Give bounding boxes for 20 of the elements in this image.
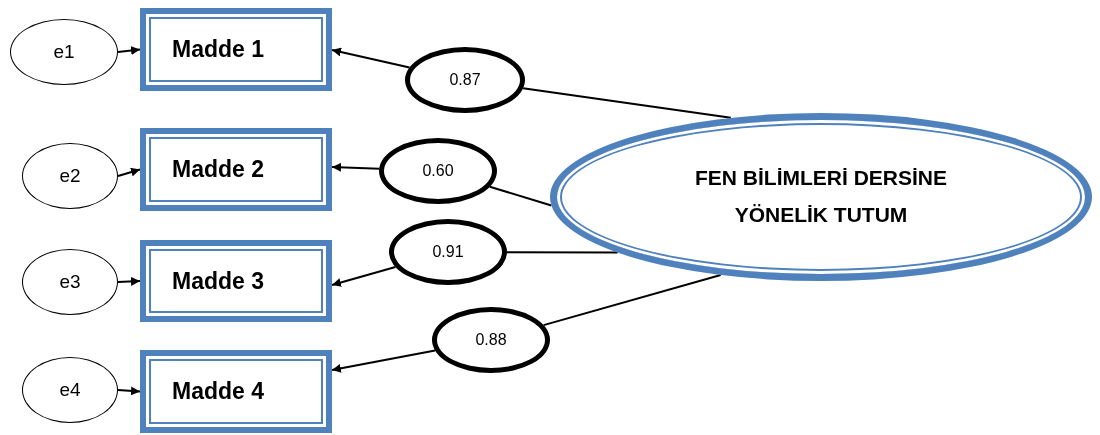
arrow: [117, 386, 141, 396]
latent-variable-ellipse: FEN BİLİMLERİ DERSİNE YÖNELİK TUTUM: [550, 113, 1092, 281]
arrow: [331, 162, 381, 172]
observed-variable-box: Madde 1: [140, 8, 332, 91]
observed-variable-box: Madde 2: [140, 128, 332, 211]
arrow: [117, 167, 141, 177]
error-ellipse: e2: [22, 143, 118, 209]
arrow: [117, 276, 141, 286]
factor-loading-ellipse: 0.88: [432, 307, 550, 373]
arrow: [331, 47, 411, 69]
error-ellipse: e1: [10, 19, 118, 85]
factor-loading-ellipse: 0.87: [405, 47, 525, 113]
factor-loading-ellipse: 0.91: [389, 219, 507, 285]
factor-loading-ellipse: 0.60: [379, 138, 497, 204]
error-ellipse: e4: [22, 357, 118, 423]
observed-variable-box: Madde 3: [140, 240, 332, 322]
arrow: [117, 46, 141, 55]
observed-variable-box: Madde 4: [140, 350, 332, 433]
error-ellipse: e3: [22, 249, 118, 315]
path-line: [506, 251, 619, 254]
